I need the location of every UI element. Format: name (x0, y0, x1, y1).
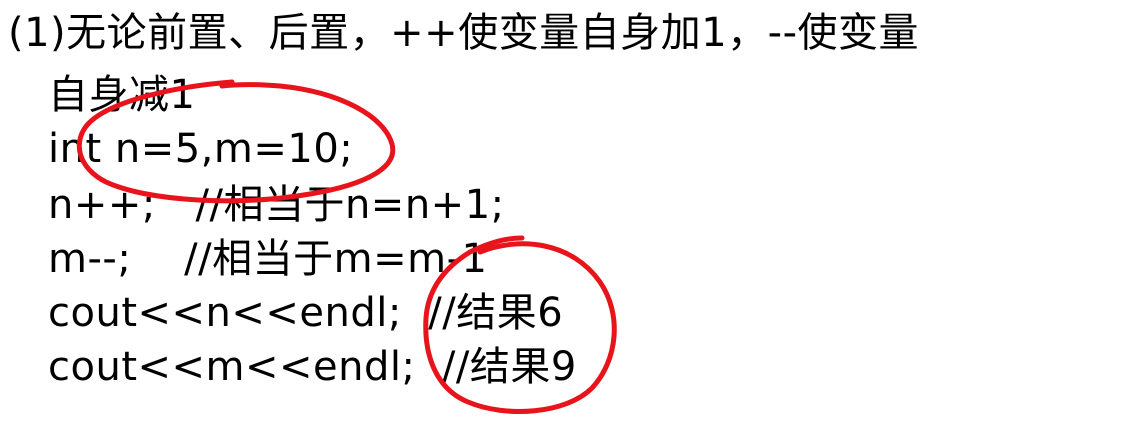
heading-continuation-line: 自身减1 (48, 72, 196, 118)
code-line-output-n: cout<<n<<endl; //结果6 (48, 290, 564, 336)
code-line-declaration: int n=5,m=10; (48, 126, 354, 172)
heading-line: (1)无论前置、后置，++使变量自身加1，--使变量 (8, 10, 920, 56)
code-line-decrement: m--; //相当于m=m-1 (48, 236, 488, 282)
code-line-increment: n++; //相当于n=n+1; (48, 182, 505, 228)
code-line-output-m: cout<<m<<endl; //结果9 (48, 344, 577, 390)
